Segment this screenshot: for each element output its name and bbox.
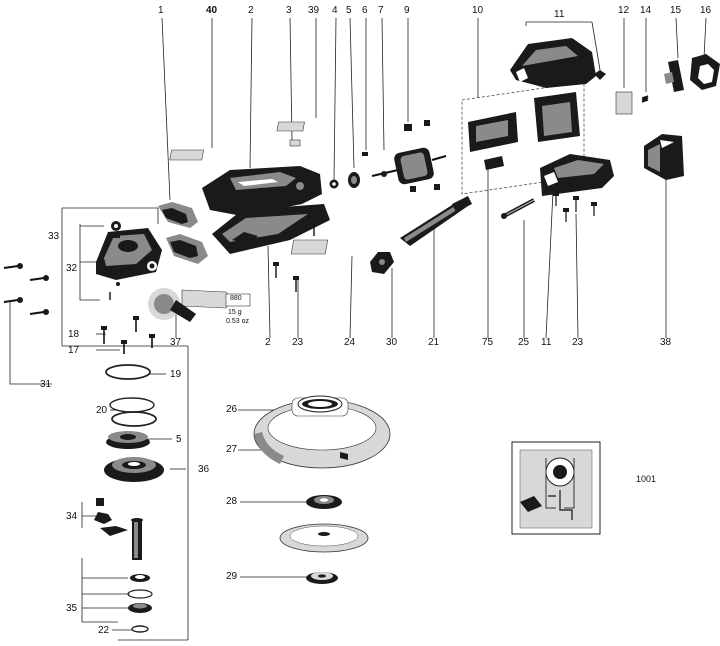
label-part-6: 6 — [362, 5, 368, 16]
grease-tube-part — [181, 289, 251, 309]
drawing-number: 1001 — [636, 474, 657, 484]
clamping-nut-part-29 — [306, 572, 338, 584]
bevel-gear-part-5 — [106, 431, 150, 449]
label-part-16: 16 — [700, 5, 712, 16]
grinding-disc — [279, 523, 369, 553]
rear-cover-lower-part — [540, 154, 614, 196]
label-part-31: 31 — [40, 379, 52, 390]
handle-bar-part-21 — [400, 196, 472, 246]
label-part-4: 4 — [332, 5, 338, 16]
spring-part-14 — [641, 95, 649, 103]
screws-23-right — [553, 192, 597, 222]
label-part-5b: 5 — [176, 434, 182, 445]
label-part-30: 30 — [386, 337, 398, 348]
label-part-75: 75 — [482, 337, 494, 348]
label-part-17: 17 — [68, 345, 80, 356]
wiring-diagram — [511, 441, 601, 535]
armature-part — [371, 147, 447, 185]
ring-part-20b — [111, 411, 157, 427]
label-part-29: 29 — [226, 571, 238, 582]
wheel-guard-part-26 — [253, 395, 391, 469]
label-part-36: 36 — [198, 464, 210, 475]
screws-23-mid — [273, 220, 317, 292]
label-part-7: 7 — [378, 5, 384, 16]
label-part-32: 32 — [66, 263, 78, 274]
label-part-14: 14 — [640, 5, 652, 16]
label-part-22: 22 — [98, 625, 110, 636]
circlip-part-22 — [131, 625, 149, 633]
label-part-19: 19 — [170, 369, 182, 380]
end-cap-part-38 — [644, 134, 684, 180]
ring-part-20a — [109, 397, 155, 413]
motor-housing-lower-part — [212, 204, 330, 254]
label-part-23: 23 — [292, 337, 304, 348]
label-part-12: 12 — [618, 5, 630, 16]
switch-slider-part-15 — [668, 60, 684, 92]
label-part-9: 9 — [404, 5, 410, 16]
label-part-11: 11 — [554, 9, 565, 20]
label-part-11b: 11 — [541, 337, 552, 348]
spindle-lock-part-34 — [94, 498, 128, 536]
label-part-28: 28 — [226, 496, 238, 507]
label-part-20: 20 — [96, 405, 108, 416]
flange-part-28 — [306, 495, 342, 509]
label-part-5: 5 — [346, 5, 352, 16]
label-plate-3 — [289, 139, 301, 147]
electronics-module-part — [468, 92, 580, 170]
label-part-1: 1 — [158, 5, 164, 16]
grease-tube-weight-g: 15 g — [228, 309, 242, 316]
rear-cover-upper-part — [510, 38, 606, 88]
gear-head-part-32 — [96, 221, 162, 280]
label-part-35: 35 — [66, 603, 78, 614]
label-part-33: 33 — [48, 231, 60, 242]
o-ring-part-19 — [105, 364, 151, 380]
screws-18-17 — [101, 282, 155, 354]
label-part-26: 26 — [226, 404, 238, 415]
plate-part-12 — [615, 91, 633, 115]
label-plate-39 — [276, 121, 305, 132]
label-part-23b: 23 — [572, 337, 584, 348]
label-part-3: 3 — [286, 5, 292, 16]
label-part-21: 21 — [428, 337, 440, 348]
label-part-38: 38 — [660, 337, 672, 348]
label-part-40: 40 — [206, 5, 218, 16]
spindle-part — [131, 518, 143, 560]
label-part-2: 2 — [248, 5, 254, 16]
label-part-25: 25 — [518, 337, 530, 348]
gear-cover-shell-part — [158, 202, 208, 264]
label-part-15: 15 — [670, 5, 682, 16]
label-part-39: 39 — [308, 5, 320, 16]
label-part-34: 34 — [66, 511, 78, 522]
label-part-27: 27 — [226, 444, 238, 455]
label-part-10: 10 — [472, 5, 484, 16]
label-part-24: 24 — [344, 337, 356, 348]
leader-lines — [9, 17, 707, 641]
label-part-18: 18 — [68, 329, 80, 340]
label-part-2b: 2 — [265, 337, 271, 348]
bearing-flange-part-36 — [104, 457, 164, 482]
label-plate-24 — [290, 239, 329, 255]
brush-part-9 — [404, 124, 412, 131]
screws-31 — [3, 263, 49, 315]
label-plate-40 — [169, 149, 204, 161]
side-handle-part-37 — [148, 288, 196, 322]
pin-part-25 — [501, 198, 535, 219]
grease-tube-weight-oz: 0.53 oz — [226, 318, 249, 325]
label-part-37: 37 — [170, 337, 182, 348]
motor-housing-upper-part — [202, 166, 322, 216]
grease-tube-code: 880 — [230, 295, 242, 302]
key-part-6 — [362, 152, 368, 156]
